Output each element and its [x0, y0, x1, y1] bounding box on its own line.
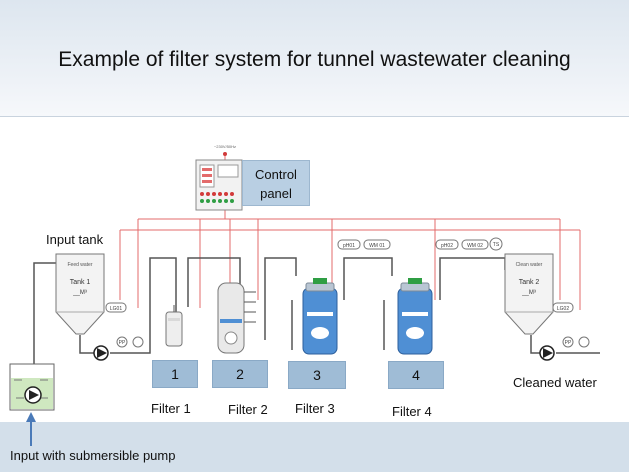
ph02-label: pH02	[441, 243, 453, 249]
footer-band	[0, 422, 629, 472]
ph01-label: pH01	[343, 243, 355, 249]
wm01-label: WM 01	[369, 243, 385, 249]
ts-label: TS	[493, 242, 500, 248]
filter-4-number-box: 4	[388, 361, 444, 389]
filter-2-caption: Filter 2	[228, 402, 268, 417]
input-tank-inner-unit: __M³	[72, 290, 87, 296]
power-supply-label: ~230V/50Hz	[214, 144, 236, 149]
clean-tank-inner-unit: __M³	[521, 290, 536, 296]
title-banner	[0, 0, 629, 117]
filter-3-caption: Filter 3	[295, 401, 335, 416]
pp2-label: PP	[565, 340, 572, 346]
filter-4-caption: Filter 4	[392, 404, 432, 419]
pump-pointer-arrow	[26, 412, 36, 446]
filter-1-caption: Filter 1	[151, 401, 191, 416]
filter-3-vessel	[302, 278, 338, 355]
submersible-pump-icon	[24, 386, 42, 404]
cleaned-water-label: Cleaned water	[513, 375, 597, 390]
page-title: Example of filter system for tunnel wast…	[58, 48, 571, 71]
clean-tank-vessel	[504, 253, 554, 335]
control-panel-line1: Control	[255, 167, 297, 182]
input-tank-inner-title: Feed water	[67, 262, 92, 268]
pp1-label: PP	[119, 340, 126, 346]
control-panel-line2: panel	[260, 186, 292, 201]
submersible-pump-caption: Input with submersible pump	[10, 448, 176, 463]
clean-pump-icon	[539, 345, 555, 361]
wm02-label: WM 02	[467, 243, 483, 249]
feed-pump-icon	[93, 345, 109, 361]
input-tank-inner-name: Tank 1	[70, 279, 91, 286]
instrument-bubbles: pH01 WM 01 pH02 WM 02 TS LG01 LG02 PP PP	[105, 237, 590, 348]
input-tank-vessel	[55, 253, 105, 335]
filter-1-number-box: 1	[152, 360, 198, 388]
lg02-label: LG02	[557, 306, 569, 312]
filter-2-number-box: 2	[212, 360, 268, 388]
filter-1-vessel	[165, 305, 183, 347]
filter-2-vessel	[217, 282, 256, 354]
filter-4-vessel	[397, 278, 433, 355]
control-panel-label: Control panel	[242, 160, 310, 206]
clean-tank-inner-name: Tank 2	[519, 279, 540, 286]
input-tank-label: Input tank	[46, 232, 104, 247]
lg01-label: LG01	[110, 306, 122, 312]
clean-tank-inner-title: Clean water	[516, 262, 543, 268]
control-panel-cabinet	[195, 152, 243, 211]
filter-3-number-box: 3	[288, 361, 346, 389]
